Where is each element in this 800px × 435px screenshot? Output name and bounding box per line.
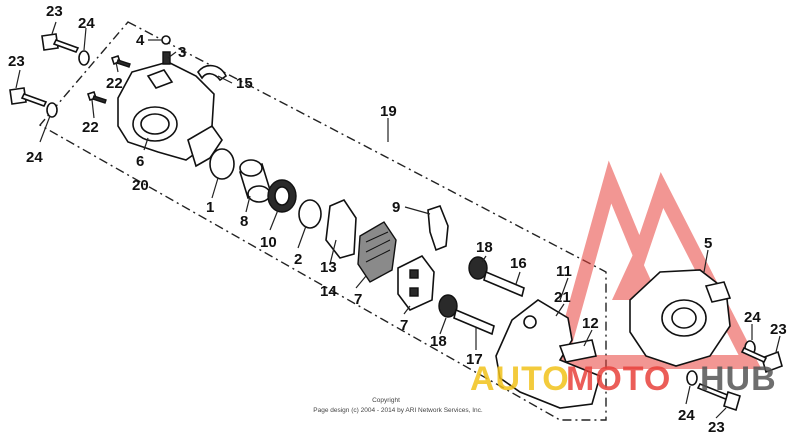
callout-8: 8 — [240, 213, 248, 230]
bleeder-screw — [161, 35, 171, 65]
callout-24-top: 24 — [78, 15, 95, 32]
callout-22-lower: 22 — [82, 119, 99, 136]
callout-24-bottom: 24 — [678, 407, 695, 424]
pin-boot-upper — [468, 256, 525, 298]
callout-18-upper: 18 — [476, 239, 493, 256]
washer-top — [78, 50, 90, 66]
callout-23-left: 23 — [8, 53, 25, 70]
copyright-title: Copyright — [372, 397, 400, 404]
callout-7-lower: 7 — [400, 317, 408, 334]
mounting-bolt-bottom — [696, 382, 741, 412]
mounting-bolt-right — [740, 346, 783, 374]
caliper-bracket — [495, 299, 601, 409]
pad-shim — [325, 199, 357, 259]
callout-23-right: 23 — [770, 321, 787, 338]
callout-9: 9 — [392, 199, 400, 216]
watermark-text: AUTO MOTO HUB — [470, 360, 777, 398]
caliper-body — [117, 61, 223, 168]
pin-lower — [86, 90, 107, 104]
callout-6: 6 — [136, 153, 144, 170]
mounting-bolt-top — [41, 33, 80, 53]
piston — [239, 159, 271, 203]
brake-pad-lower — [397, 254, 435, 311]
callout-16: 16 — [510, 255, 527, 272]
retaining-ring — [298, 199, 322, 229]
washer-bottom — [686, 370, 698, 386]
callout-12: 12 — [582, 315, 599, 332]
callout-22-upper: 22 — [106, 75, 123, 92]
callout-3: 3 — [178, 44, 186, 61]
copyright-notice: Page design (c) 2004 - 2014 by ARI Netwo… — [313, 407, 483, 414]
callout-24-right: 24 — [744, 309, 761, 326]
callout-labels: 23 24 23 24 4 3 22 22 15 6 20 1 8 10 2 1… — [8, 3, 787, 435]
leader-lines — [15, 21, 781, 419]
callout-21: 21 — [554, 289, 571, 306]
washer-left — [46, 102, 58, 118]
watermark-hub: HUB — [700, 360, 777, 398]
piston-seal — [209, 148, 235, 180]
callout-4: 4 — [136, 32, 145, 49]
callout-11: 11 — [556, 263, 572, 280]
callout-18-lower: 18 — [430, 333, 447, 350]
caliper-assembly — [629, 269, 732, 367]
callout-13: 13 — [320, 259, 337, 276]
callout-7-upper: 7 — [354, 291, 362, 308]
callout-5: 5 — [704, 235, 712, 252]
pad-retainer — [427, 205, 449, 252]
callout-20: 20 — [132, 177, 149, 194]
watermark-triangle-icon — [550, 160, 762, 369]
callout-17: 17 — [466, 351, 483, 368]
pin-upper — [110, 54, 131, 68]
callout-15: 15 — [236, 75, 253, 92]
watermark-auto: AUTO — [470, 360, 570, 398]
mounting-bolt-left — [9, 87, 48, 107]
callout-19: 19 — [380, 103, 397, 120]
callout-10: 10 — [260, 234, 277, 251]
callout-23-bottom: 23 — [708, 419, 725, 435]
watermark-moto: MOTO — [566, 360, 671, 398]
dust-boot — [267, 179, 297, 213]
callout-1: 1 — [206, 199, 214, 216]
callout-2: 2 — [294, 251, 302, 268]
callout-14: 14 — [320, 283, 337, 300]
brake-pad-upper — [357, 221, 397, 283]
pin-boot-lower — [438, 294, 495, 336]
callout-24-left: 24 — [26, 149, 43, 166]
callout-23-top: 23 — [46, 3, 63, 20]
